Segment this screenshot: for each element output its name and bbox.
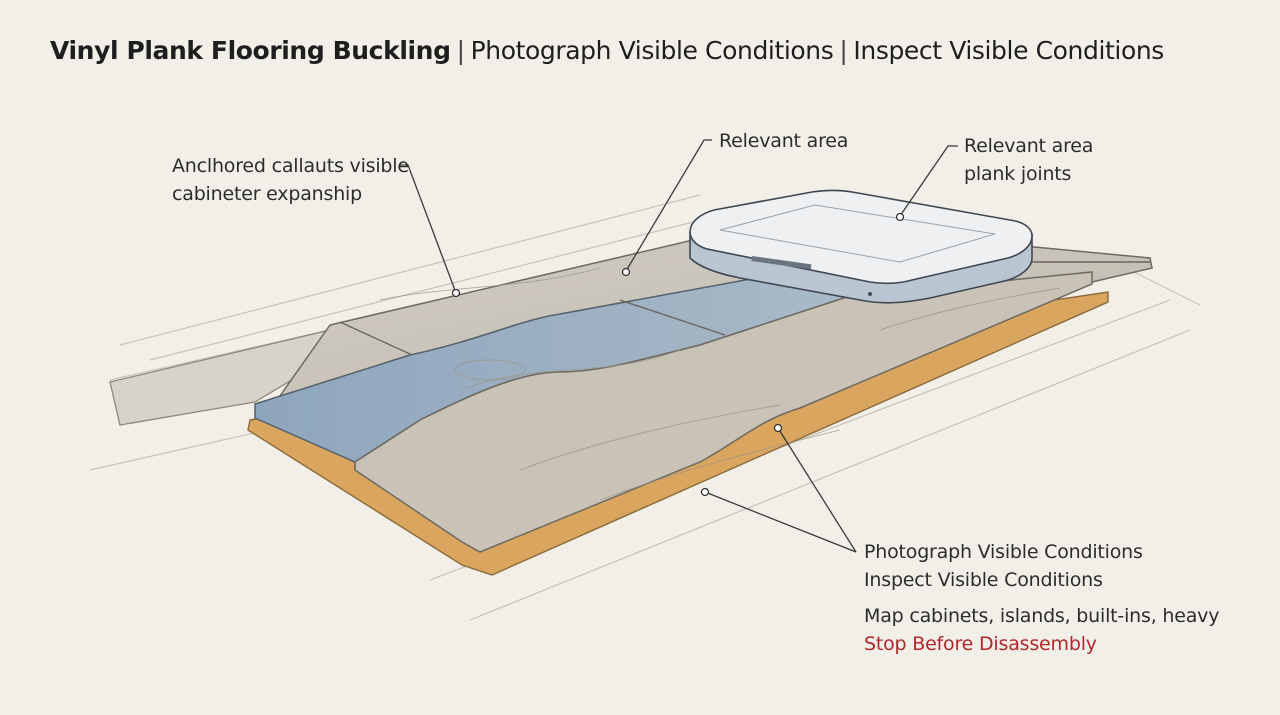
- leader-bottom-b: [704, 491, 857, 553]
- front-plank-hump: [354, 271, 1093, 553]
- callout-leaders: [400, 139, 958, 553]
- title-separator-1: |: [456, 36, 465, 65]
- page-title: Vinyl Plank Flooring Buckling|Photograph…: [50, 36, 1164, 65]
- wood-grain: [379, 267, 1061, 501]
- callout-bottom-map: Map cabinets, islands, built-ins, heavy: [864, 605, 1220, 627]
- callout-right-line1: Relevant area: [964, 135, 1094, 157]
- callout-left: Anclhored callauts visible cabineter exp…: [172, 152, 409, 208]
- leader-bottom-a: [777, 427, 857, 553]
- callout-anchors: [451, 212, 905, 497]
- leader-center: [625, 139, 712, 272]
- plank-seams: [339, 261, 1150, 470]
- callout-bottom-inspect: Inspect Visible Conditions: [864, 569, 1103, 591]
- callout-bottom-stop-warning: Stop Before Disassembly: [864, 633, 1097, 655]
- leader-left: [400, 164, 457, 294]
- title-separator-2: |: [839, 36, 848, 65]
- callout-left-line1: Anclhored callauts visible: [172, 155, 409, 177]
- callout-left-line2: cabineter expanship: [172, 183, 362, 205]
- callout-center-line1: Relevant area: [719, 130, 849, 152]
- callout-bottom-photograph: Photograph Visible Conditions: [864, 541, 1143, 563]
- leader-right: [899, 145, 958, 217]
- callout-bottom: Photograph Visible Conditions Inspect Vi…: [864, 538, 1219, 658]
- callout-right-line2: plank joints: [964, 163, 1072, 185]
- title-main: Vinyl Plank Flooring Buckling: [50, 36, 451, 65]
- tablet-device: [689, 189, 1033, 304]
- title-part-photograph: Photograph Visible Conditions: [470, 36, 834, 65]
- callout-right: Relevant area plank joints: [964, 132, 1093, 188]
- callout-center: Relevant area: [719, 127, 848, 155]
- title-part-inspect: Inspect Visible Conditions: [853, 36, 1164, 65]
